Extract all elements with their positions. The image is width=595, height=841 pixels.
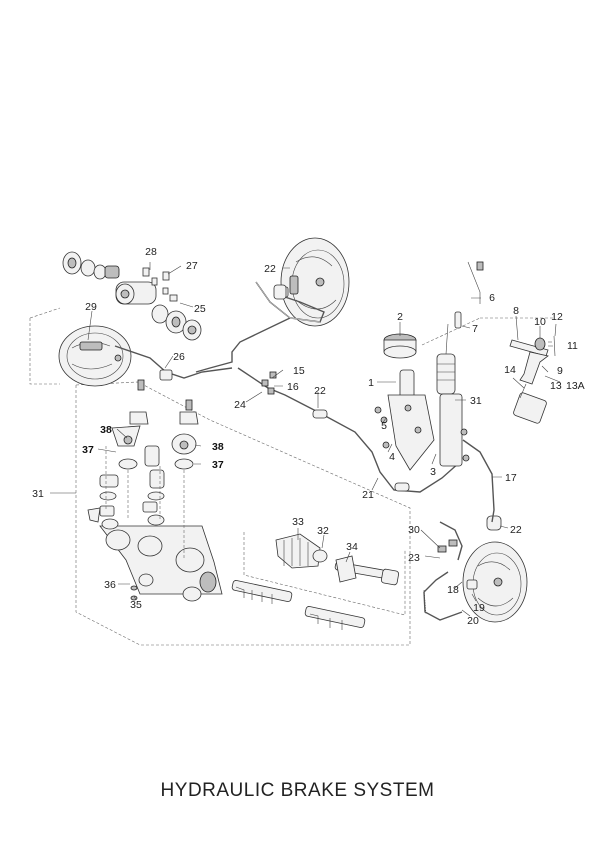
callout-26: 26 xyxy=(173,351,185,363)
callout-7: 7 xyxy=(472,323,478,335)
callout-labels: 2 6 7 8 10 12 11 9 14 13 13A 1 31 5 4 3 … xyxy=(32,246,585,627)
callout-28: 28 xyxy=(145,246,157,258)
callout-18: 18 xyxy=(447,584,459,596)
callout-38-right: 38 xyxy=(212,441,224,453)
callout-34: 34 xyxy=(346,541,358,553)
master-cylinder-and-reservoir xyxy=(374,311,470,471)
callout-19: 19 xyxy=(473,602,485,614)
callout-31-right: 31 xyxy=(470,395,482,407)
brake-pedal-assembly xyxy=(467,261,556,424)
callout-21: 21 xyxy=(362,489,374,501)
callout-3: 3 xyxy=(430,466,436,478)
callout-23: 23 xyxy=(408,552,420,564)
callout-16: 16 xyxy=(287,381,299,393)
callout-32: 32 xyxy=(317,525,329,537)
callout-6: 6 xyxy=(489,292,495,304)
callout-25: 25 xyxy=(194,303,206,315)
callout-38-left: 38 xyxy=(100,424,112,436)
callout-35: 35 xyxy=(130,599,142,611)
callout-4: 4 xyxy=(389,451,395,463)
callout-31-left: 31 xyxy=(32,488,44,500)
callout-22-right: 22 xyxy=(510,524,522,536)
callout-14: 14 xyxy=(504,364,516,376)
callout-5: 5 xyxy=(381,420,387,432)
rear-right-brake-assembly xyxy=(279,237,350,327)
callout-8: 8 xyxy=(513,305,519,317)
callout-1: 1 xyxy=(368,377,374,389)
callout-37-right: 37 xyxy=(212,459,224,471)
piston-and-pushrod-parts xyxy=(231,533,400,630)
master-cylinder-exploded xyxy=(87,379,223,602)
callout-37-left: 37 xyxy=(82,444,94,456)
diagram-title: HYDRAULIC BRAKE SYSTEM xyxy=(160,780,435,801)
brake-lines xyxy=(114,281,495,621)
leader-lines xyxy=(50,262,561,617)
callout-9: 9 xyxy=(557,365,563,377)
callout-17: 17 xyxy=(505,472,517,484)
front-right-brake-assembly xyxy=(462,515,528,623)
callout-11: 11 xyxy=(567,340,578,352)
callout-30: 30 xyxy=(408,524,420,536)
callout-36: 36 xyxy=(104,579,116,591)
callout-2: 2 xyxy=(397,311,403,323)
callout-20: 20 xyxy=(467,615,479,627)
callout-24: 24 xyxy=(234,399,246,411)
callout-12: 12 xyxy=(551,311,563,323)
callout-22-top: 22 xyxy=(264,263,276,275)
callout-29: 29 xyxy=(85,301,97,313)
callout-15: 15 xyxy=(293,365,305,377)
callout-13a: 13A xyxy=(566,380,585,392)
callout-13: 13 xyxy=(550,380,562,392)
rear-left-brake-assembly xyxy=(58,251,202,387)
callout-22-middle: 22 xyxy=(314,385,326,397)
callout-27: 27 xyxy=(186,260,198,272)
callout-33: 33 xyxy=(292,516,304,528)
callout-10: 10 xyxy=(534,316,546,328)
